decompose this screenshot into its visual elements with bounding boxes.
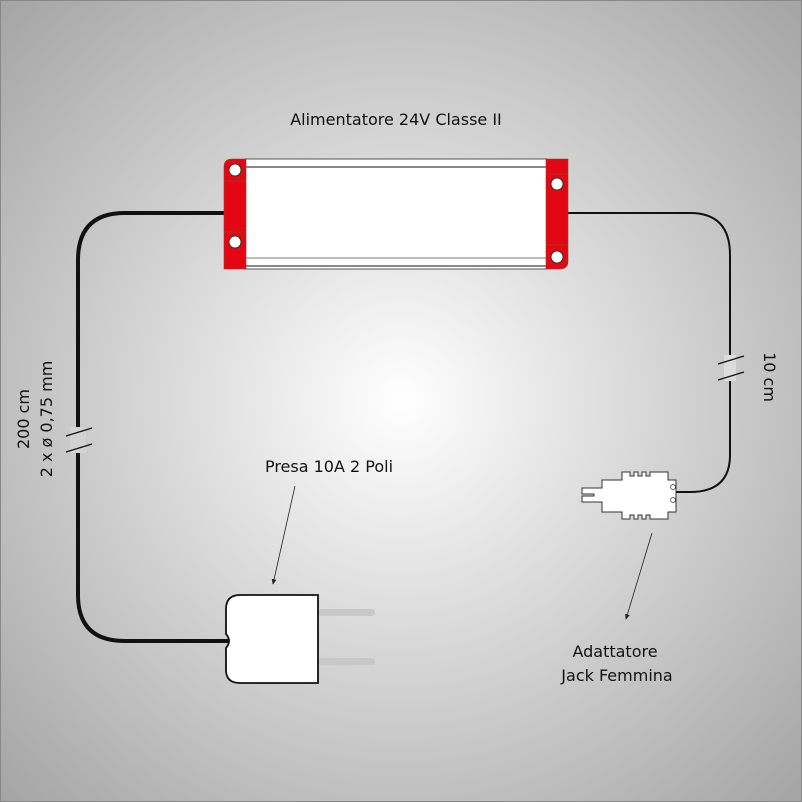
power-supply-label: Alimentatore 24V Classe II [290, 110, 502, 129]
screw-hole-icon [228, 163, 242, 177]
screw-hole-icon [228, 235, 242, 249]
adapter-label-line2: Jack Femmina [560, 666, 672, 685]
adapter-pointer-arrow [625, 532, 653, 620]
jack-adapter [581, 471, 677, 520]
power-supply [223, 158, 569, 270]
plug [225, 594, 375, 684]
left-cable-break-mark [65, 427, 93, 453]
left-cable-length-label: 200 cm [14, 389, 33, 449]
left-cable-section-label: 2 x ø 0,75 mm [37, 361, 56, 478]
adapter-label-line1: Adattatore [572, 642, 657, 661]
plug-label: Presa 10A 2 Poli [265, 457, 393, 476]
right-cable-break-mark [717, 355, 745, 381]
plug-pointer-arrow [271, 485, 296, 585]
screw-hole-icon [550, 177, 564, 191]
screw-hole-icon [550, 250, 564, 264]
right-cable-length-label: 10 cm [760, 352, 779, 402]
